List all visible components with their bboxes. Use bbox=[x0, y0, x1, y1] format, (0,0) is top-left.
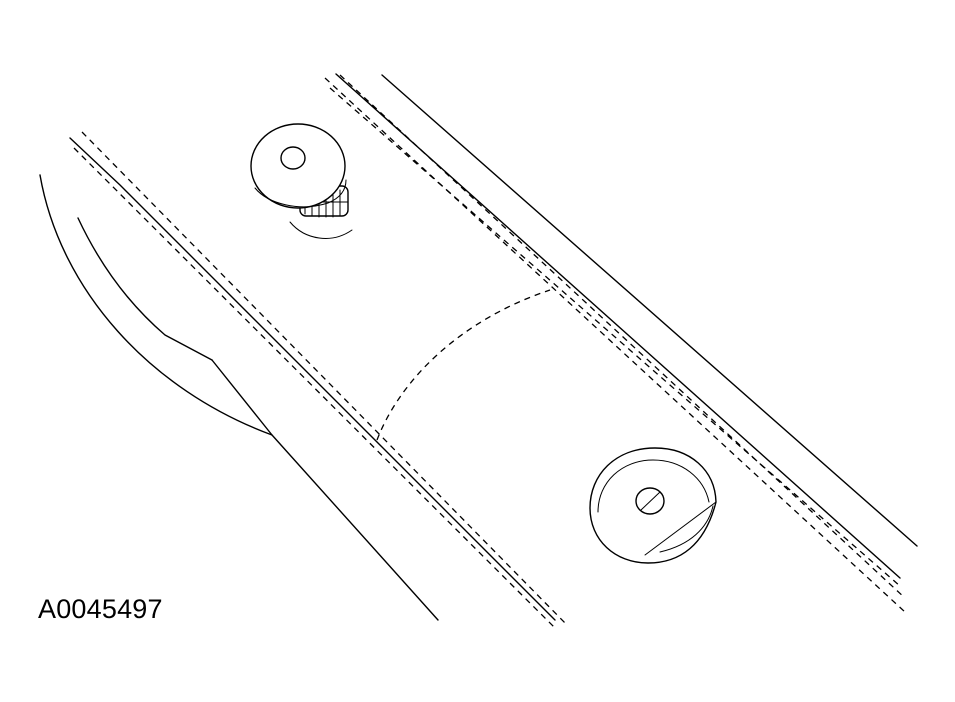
retainer-clip-icon bbox=[589, 447, 717, 564]
right-panel-edges bbox=[324, 73, 918, 613]
left-panel-seam bbox=[69, 131, 569, 629]
push-pin-retainer-icon bbox=[250, 123, 353, 239]
dashed-boundary-arc bbox=[376, 289, 551, 441]
figure-reference-code: A0045497 bbox=[38, 594, 163, 624]
left-trim-edge bbox=[39, 174, 439, 621]
